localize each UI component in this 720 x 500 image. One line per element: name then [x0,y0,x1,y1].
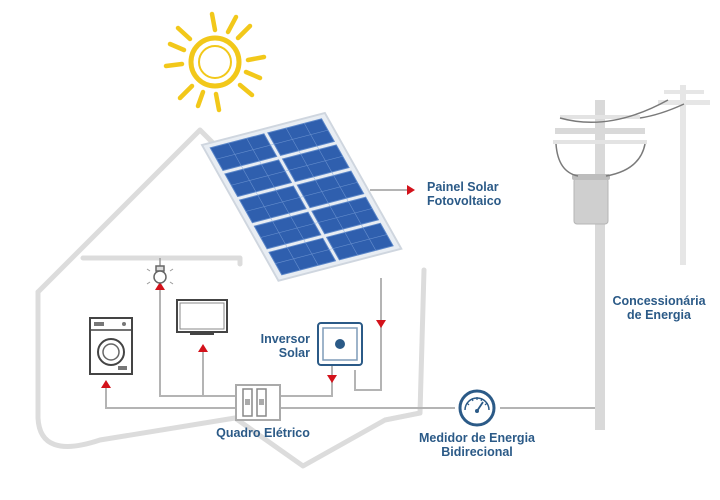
washing-machine-icon [89,317,133,375]
arrow-up-lamp [155,282,165,290]
meter-label-line1: Medidor de Energia [419,431,535,445]
sun-icon [163,11,267,113]
energy-flow-arrows [101,185,415,388]
solar-panel-label-line2: Fotovoltaico [427,194,502,208]
meter-icon [458,389,496,427]
arrow-up-washer [101,380,111,388]
inverter-label: Inversor Solar [248,332,310,360]
arrow-down-inverter-output [327,375,337,383]
arrow-up-tv [198,344,208,352]
inverter-label-line2: Solar [278,346,310,360]
arrow-down-inverter-input [376,320,386,328]
electrical-board-label: Quadro Elétrico [198,426,328,440]
inverter-label-line1: Inversor [260,332,310,346]
solar-panel-label-line1: Painel Solar [427,180,499,194]
breaker-box-icon [235,384,281,421]
utility-label: Concessionária de Energia [600,294,718,322]
meter-label: Medidor de Energia Bidirecional [400,431,554,459]
power-pole-icon [553,85,710,430]
inverter-icon [317,322,363,366]
arrow-to-panel-label [407,185,415,195]
solar-panel-icon [200,111,403,282]
utility-label-line2: de Energia [627,308,691,322]
meter-label-line2: Bidirecional [441,445,513,459]
electrical-board-label-line1: Quadro Elétrico [216,426,310,440]
lightbulb-icon [146,258,174,285]
tv-icon [176,299,228,335]
solar-panel-label: Painel Solar Fotovoltaico [427,180,501,208]
utility-label-line1: Concessionária [612,294,706,308]
